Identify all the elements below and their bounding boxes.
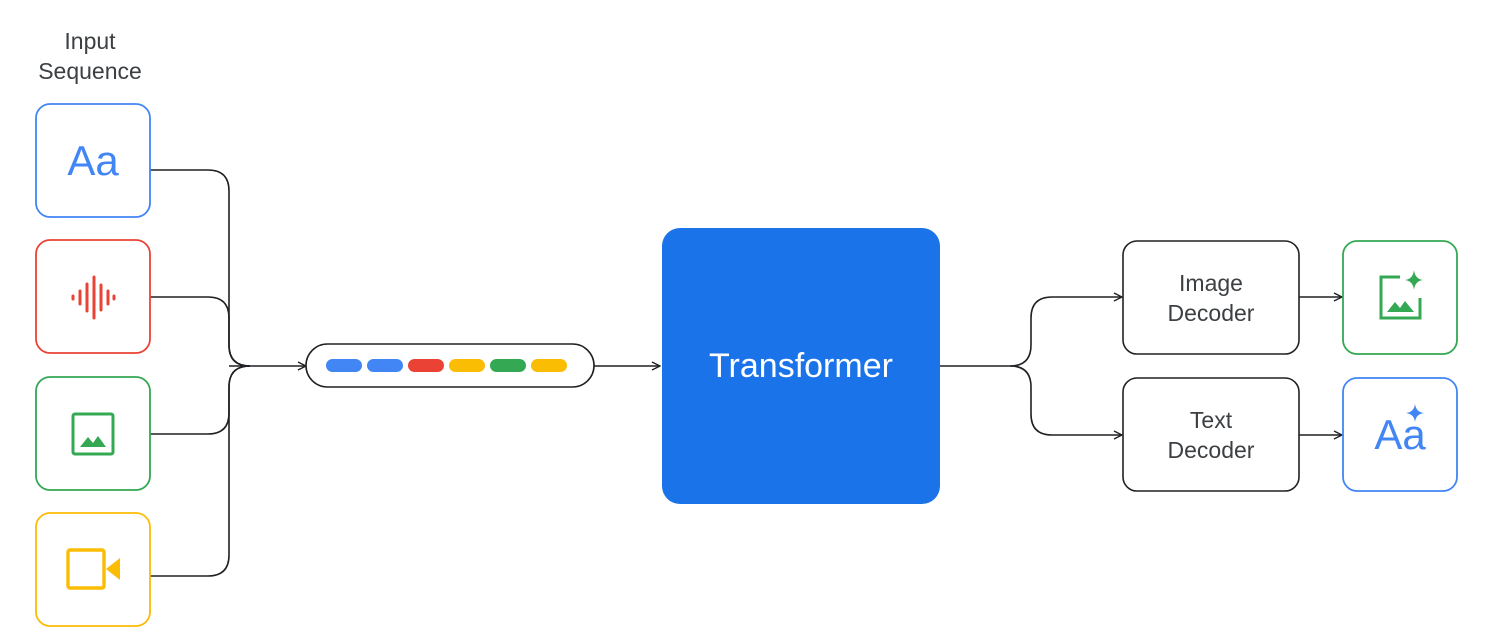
input-title-line1: Input bbox=[64, 28, 116, 54]
text-decoder-box bbox=[1122, 377, 1300, 492]
text-decoder-line2: Decoder bbox=[1167, 437, 1255, 463]
video-camera-icon bbox=[66, 548, 120, 590]
generated-text-icon: Aa bbox=[1374, 410, 1426, 458]
image-decoder-label: Image Decoder bbox=[1123, 268, 1299, 328]
token-sequence bbox=[326, 359, 567, 372]
image-decoder-line1: Image bbox=[1179, 270, 1243, 296]
token-2 bbox=[367, 359, 403, 372]
token-6 bbox=[531, 359, 567, 372]
input-sequence-title: Input Sequence bbox=[20, 26, 160, 86]
input-title-line2: Sequence bbox=[38, 58, 142, 84]
connector-audio bbox=[150, 296, 251, 367]
generated-image-icon bbox=[1379, 270, 1423, 320]
sparkle-icon bbox=[1406, 404, 1424, 422]
connector-video bbox=[150, 365, 251, 577]
input-image-box bbox=[35, 376, 151, 491]
input-video-box bbox=[35, 512, 151, 627]
connector-text bbox=[150, 169, 251, 367]
token-3 bbox=[408, 359, 444, 372]
input-text-box bbox=[35, 103, 151, 218]
audio-waveform-icon bbox=[71, 275, 116, 320]
connector-image bbox=[150, 365, 251, 435]
transformer-box bbox=[662, 228, 940, 504]
output-image-box bbox=[1342, 240, 1458, 355]
token-5 bbox=[490, 359, 526, 372]
connector-to-image-decoder bbox=[1009, 297, 1122, 367]
text-decoder-label: Text Decoder bbox=[1123, 405, 1299, 465]
token-4 bbox=[449, 359, 485, 372]
image-decoder-line2: Decoder bbox=[1167, 300, 1255, 326]
transformer-label: Transformer bbox=[709, 346, 893, 385]
text-aa-icon: Aa bbox=[67, 136, 119, 184]
token-1 bbox=[326, 359, 362, 372]
connector-to-text-decoder bbox=[1009, 365, 1122, 435]
text-decoder-line1: Text bbox=[1189, 407, 1233, 433]
input-connectors bbox=[150, 169, 1342, 577]
output-text-box bbox=[1342, 377, 1458, 492]
image-icon bbox=[71, 412, 115, 456]
image-decoder-box bbox=[1122, 240, 1300, 355]
